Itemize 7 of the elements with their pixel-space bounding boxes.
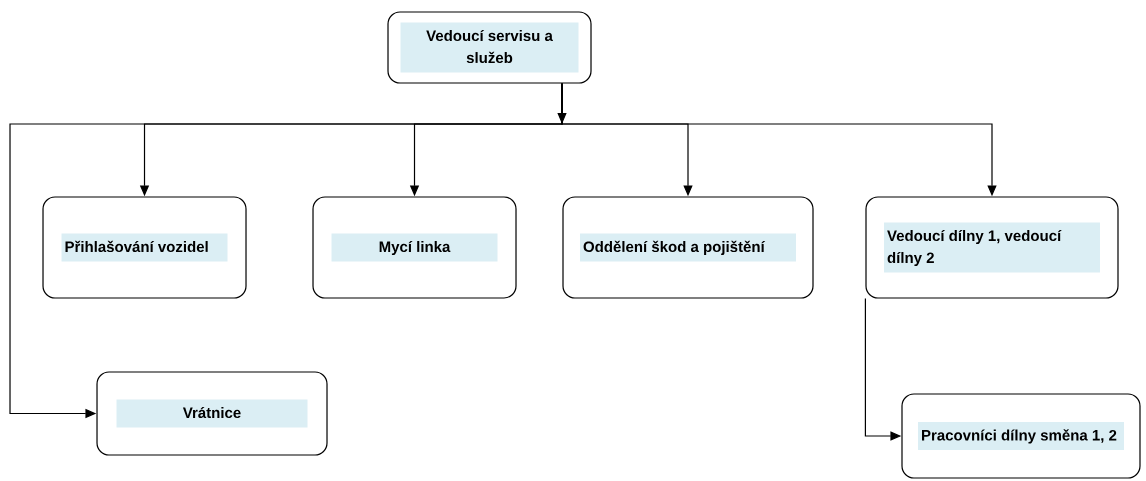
org-box: Mycí linka: [312, 196, 517, 299]
org-box: Pracovníci dílny směna 1, 2: [901, 393, 1141, 479]
org-box: Vedoucí dílny 1, vedoucí dílny 2: [865, 196, 1119, 299]
org-box: Vedoucí servisu a služeb: [387, 11, 592, 84]
org-box: Přihlašování vozidel: [42, 196, 247, 299]
org-box: Oddělení škod a pojištění: [562, 196, 814, 299]
org-box: Vrátnice: [96, 371, 328, 456]
